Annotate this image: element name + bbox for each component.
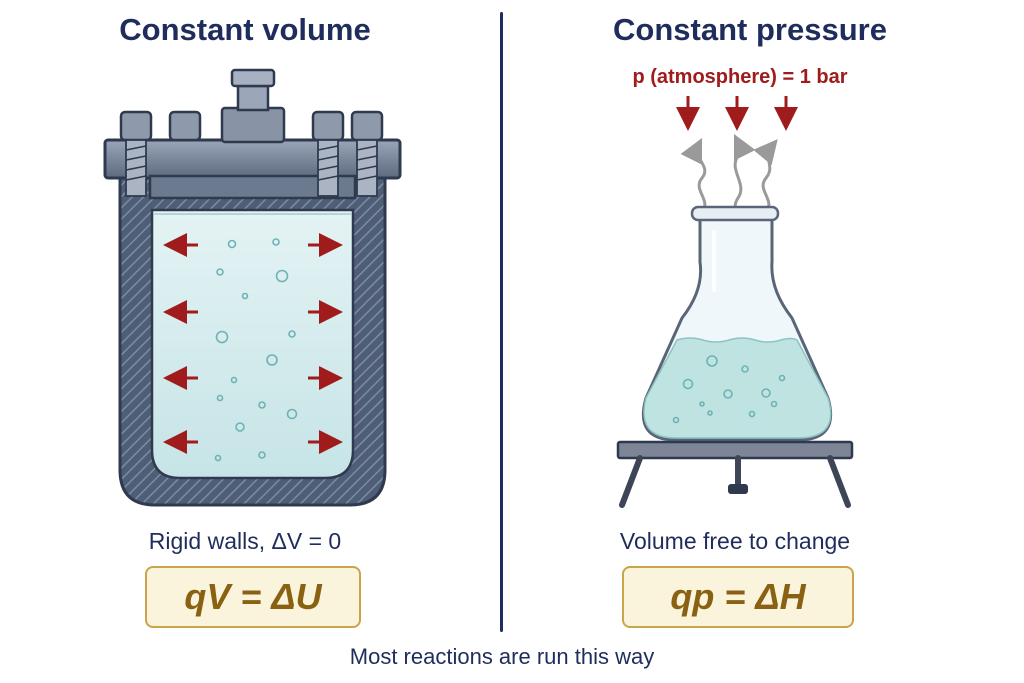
- rigid-vessel: [118, 173, 387, 507]
- constant-volume-formula: qV = ΔU: [145, 566, 361, 628]
- atmosphere-arrows: [676, 96, 798, 131]
- lab-stand: [616, 440, 854, 508]
- flask-bubbles: [672, 355, 786, 424]
- panel-divider: [500, 12, 503, 632]
- right-panel-title: Constant pressure: [613, 12, 887, 47]
- lid-bolts: [119, 110, 384, 197]
- left-panel-title: Constant volume: [119, 12, 371, 47]
- vessel-bubbles: [214, 238, 298, 462]
- right-panel-caption: Volume free to change: [619, 528, 851, 554]
- left-panel-caption: Rigid walls, ΔV = 0: [148, 528, 342, 554]
- footer-note: Most reactions are run this way: [349, 644, 655, 669]
- atmosphere-pressure-label: p (atmosphere) = 1 bar: [632, 66, 848, 88]
- wall-pressure-arrows: [163, 233, 343, 454]
- constant-pressure-formula: qp = ΔH: [622, 566, 854, 628]
- vessel-lid: [103, 68, 402, 200]
- erlenmeyer-flask: [641, 205, 833, 442]
